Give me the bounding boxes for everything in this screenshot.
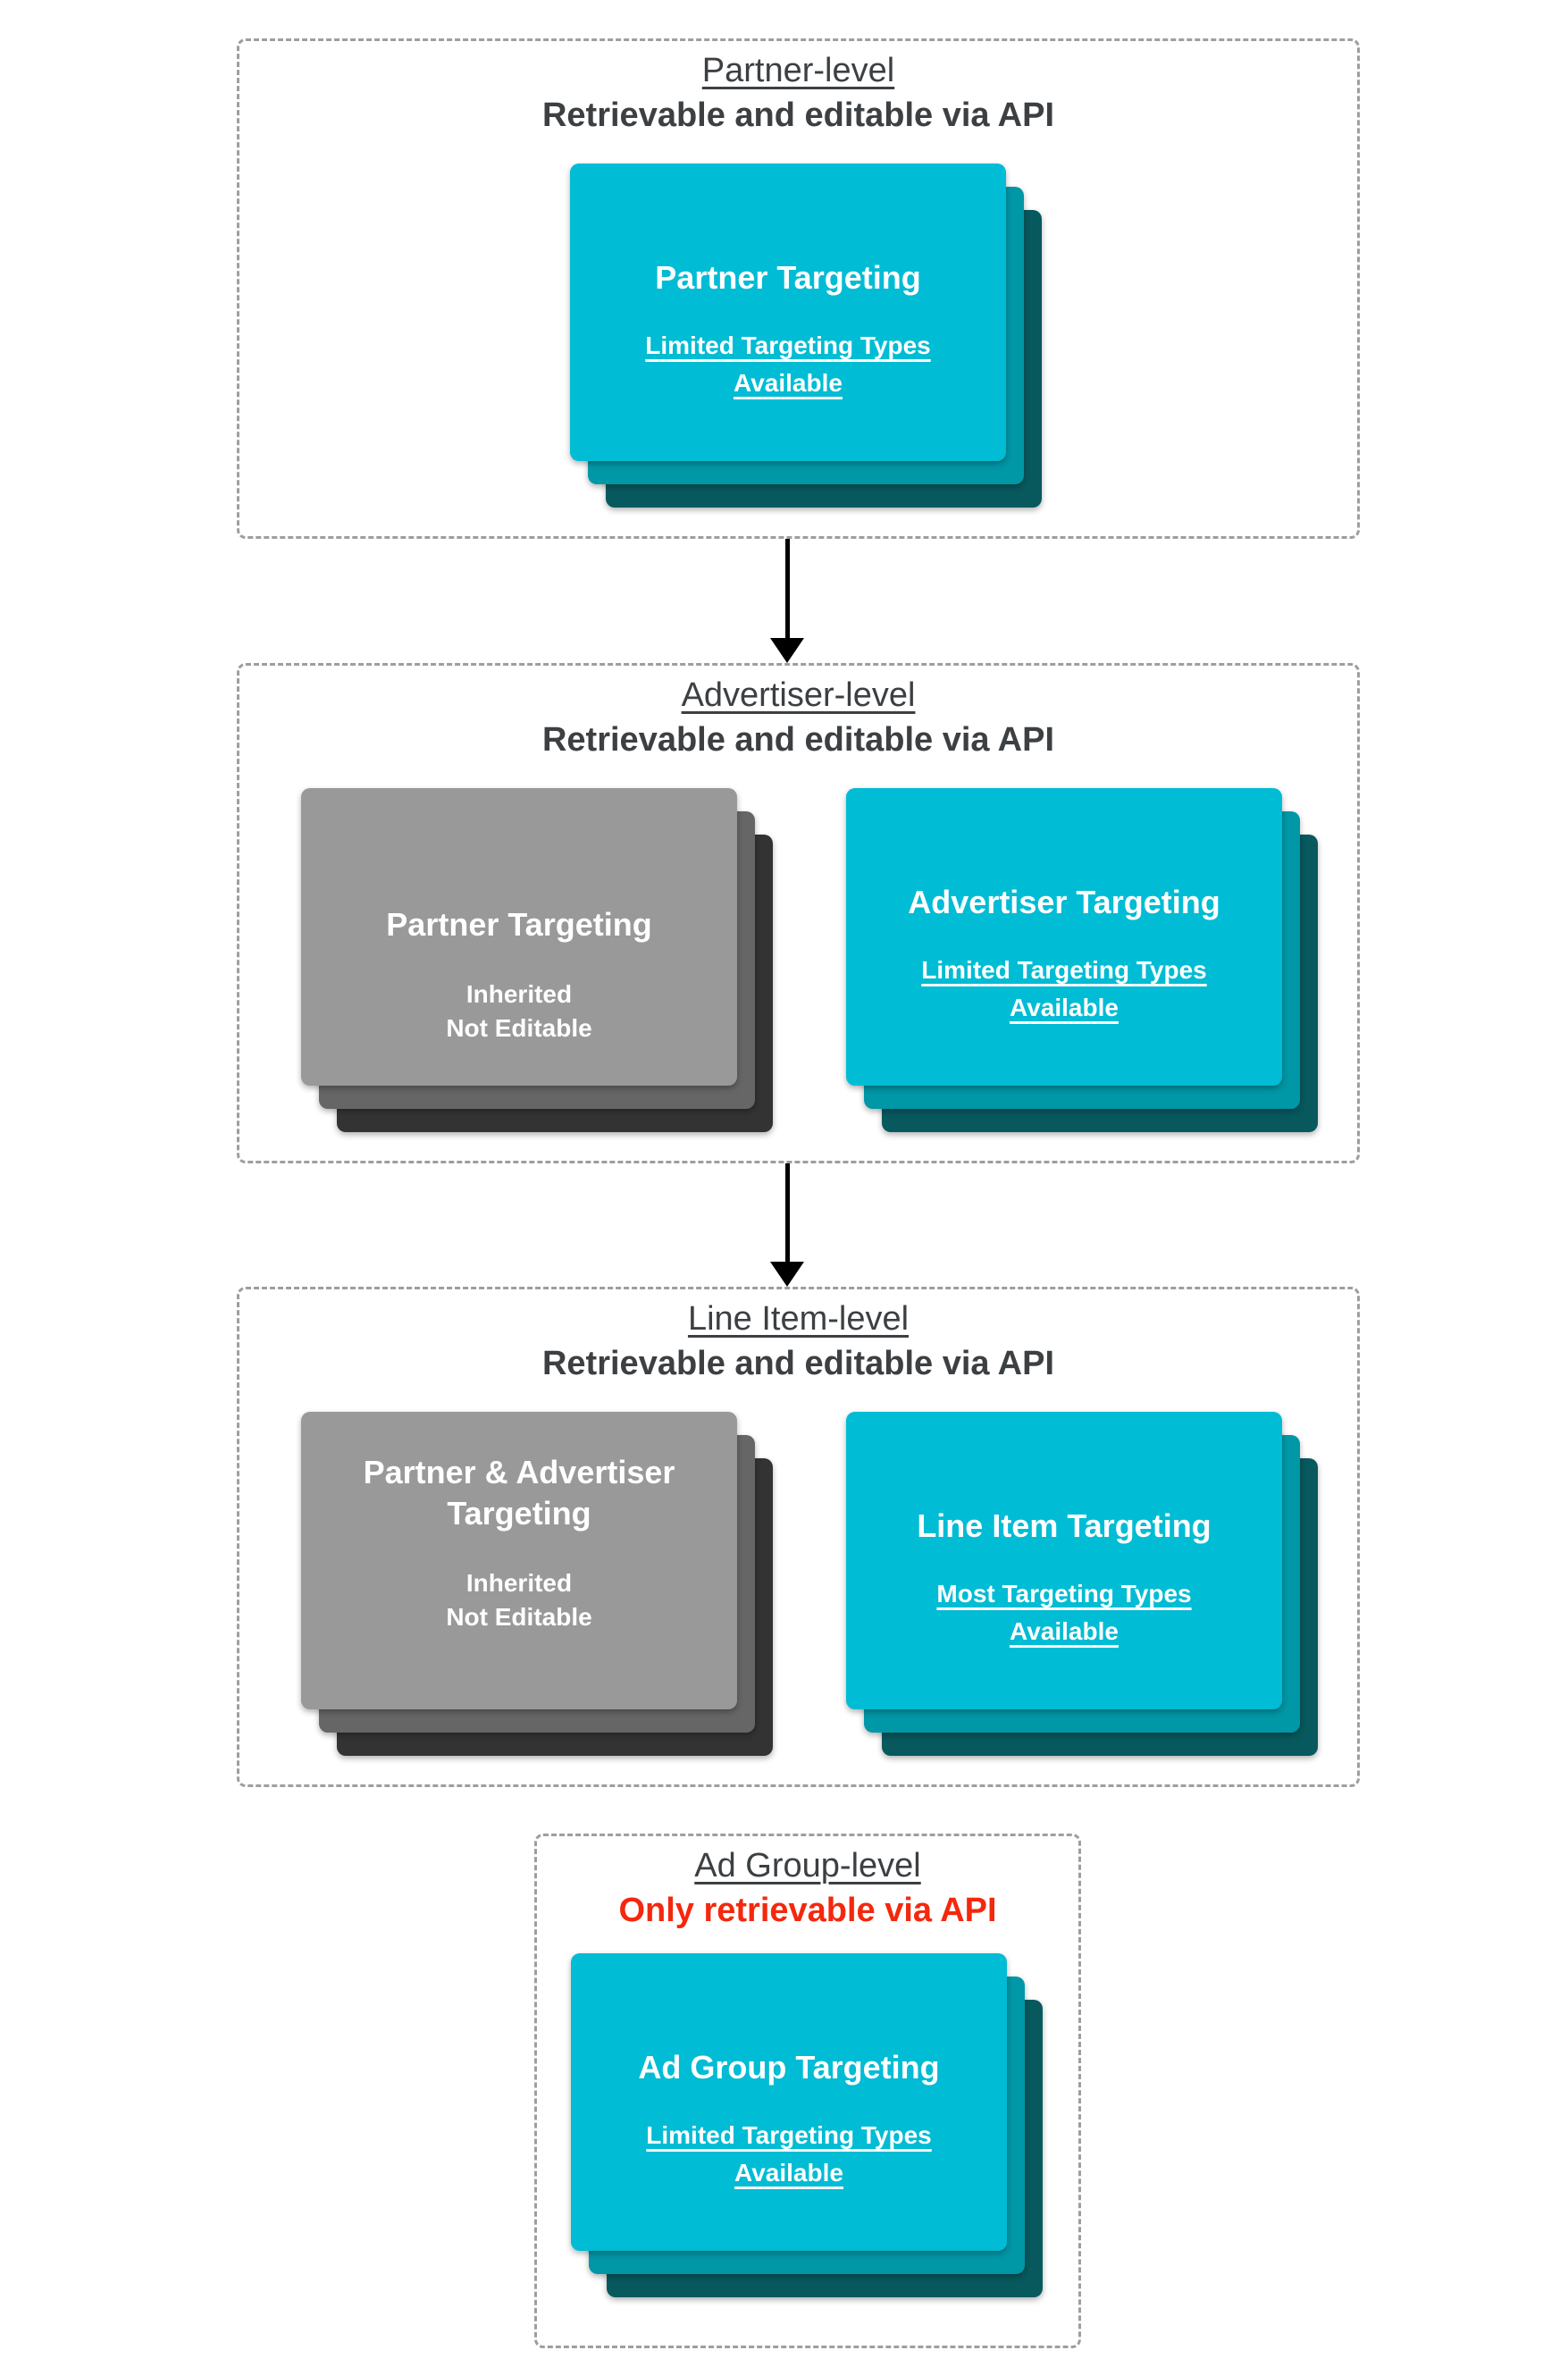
section-partner-level: Partner-level Retrievable and editable v…: [237, 38, 1360, 539]
card-note-link: Limited Targeting Types Available: [645, 332, 931, 397]
section-title: Line Item-level: [687, 1300, 910, 1338]
section-title: Advertiser-level: [681, 676, 916, 714]
section-subtitle: Retrievable and editable via API: [541, 1345, 1055, 1382]
card-note: Inherited Not Editable: [446, 980, 592, 1042]
card-title: Partner Targeting: [655, 259, 921, 296]
section-title: Partner-level: [701, 52, 895, 89]
card-stack-ad-group-targeting: Ad Group Targeting Limited Targeting Typ…: [571, 1953, 1043, 2297]
arrow-shaft-icon: [784, 1163, 790, 1262]
card-title: Advertiser Targeting: [908, 884, 1220, 920]
card-note-link: Limited Targeting Types Available: [921, 956, 1207, 1021]
arrow-head-icon: [770, 1262, 804, 1287]
card-inherited-partner-targeting: Partner Targeting Inherited Not Editable: [301, 788, 737, 1086]
flow-arrow-advertiser-to-lineitem: [769, 1163, 805, 1287]
card-line-item-targeting: Line Item Targeting Most Targeting Types…: [846, 1412, 1282, 1709]
card-stack-advertiser-targeting: Advertiser Targeting Limited Targeting T…: [846, 788, 1318, 1132]
card-partner-targeting: Partner Targeting Limited Targeting Type…: [570, 164, 1006, 461]
card-stack-inherited-partner-advertiser-targeting: Partner & Advertiser Targeting Inherited…: [301, 1412, 773, 1756]
card-stack-line-item-targeting: Line Item Targeting Most Targeting Types…: [846, 1412, 1318, 1756]
section-subtitle: Retrievable and editable via API: [541, 721, 1055, 759]
card-note-link: Most Targeting Types Available: [936, 1580, 1192, 1645]
section-header: Line Item-level Retrievable and editable…: [239, 1297, 1357, 1386]
arrow-head-icon: [770, 638, 804, 663]
section-advertiser-level: Advertiser-level Retrievable and editabl…: [237, 663, 1360, 1163]
section-header: Partner-level Retrievable and editable v…: [239, 48, 1357, 138]
card-stack-inherited-partner-targeting: Partner Targeting Inherited Not Editable: [301, 788, 773, 1132]
card-note: Inherited Not Editable: [446, 1569, 592, 1631]
card-stack-partner-targeting: Partner Targeting Limited Targeting Type…: [570, 164, 1042, 508]
section-ad-group-level: Ad Group-level Only retrievable via API …: [534, 1834, 1081, 2348]
card-title: Line Item Targeting: [917, 1507, 1212, 1544]
section-title: Ad Group-level: [694, 1847, 921, 1884]
card-title: Ad Group Targeting: [638, 2049, 940, 2086]
arrow-shaft-icon: [784, 539, 790, 638]
section-subtitle-alert: Only retrievable via API: [618, 1892, 997, 1929]
card-ad-group-targeting: Ad Group Targeting Limited Targeting Typ…: [571, 1953, 1007, 2251]
section-header: Advertiser-level Retrievable and editabl…: [239, 673, 1357, 762]
card-inherited-partner-advertiser-targeting: Partner & Advertiser Targeting Inherited…: [301, 1412, 737, 1709]
section-line-item-level: Line Item-level Retrievable and editable…: [237, 1287, 1360, 1787]
card-title: Partner Targeting: [386, 906, 652, 943]
card-title: Partner & Advertiser Targeting: [363, 1454, 675, 1532]
section-header: Ad Group-level Only retrievable via API: [537, 1843, 1078, 1933]
card-advertiser-targeting: Advertiser Targeting Limited Targeting T…: [846, 788, 1282, 1086]
card-note-link: Limited Targeting Types Available: [646, 2121, 932, 2187]
section-subtitle: Retrievable and editable via API: [541, 97, 1055, 134]
flow-arrow-partner-to-advertiser: [769, 539, 805, 663]
